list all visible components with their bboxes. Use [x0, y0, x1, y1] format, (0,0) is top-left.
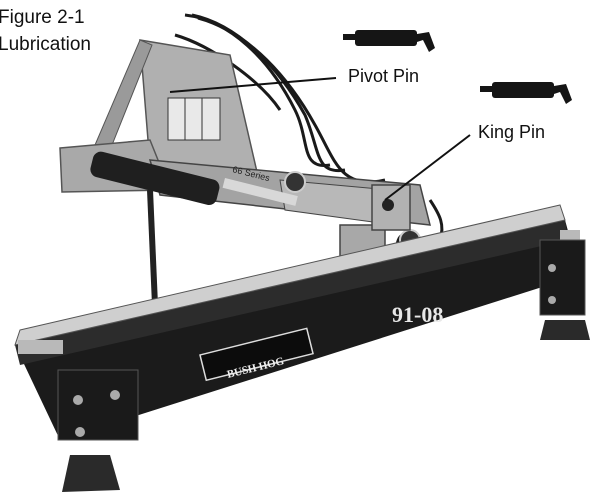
warning-decal	[167, 97, 221, 141]
grease-gun-icon	[343, 30, 435, 52]
grease-gun-icon	[480, 82, 572, 104]
figure-number: Figure 2-1	[0, 7, 85, 28]
end-plates	[57, 239, 590, 492]
king-pin-label: King Pin	[478, 122, 546, 142]
reflector-left	[18, 340, 63, 354]
king-pin-leader	[384, 134, 471, 201]
parking-stand	[147, 189, 158, 306]
brand-logo-plate	[199, 327, 314, 382]
blade-moldboard: 91-08 BUSH HOG	[14, 204, 580, 440]
pivot-pin-label: Pivot Pin	[348, 66, 420, 86]
figure-caption: Figure 2-1 Lubrication	[0, 4, 91, 58]
figure-title: Lubrication	[0, 34, 91, 55]
hydraulic-hoses	[174, 13, 444, 241]
pivot-pin-leader	[169, 77, 337, 93]
model-number: 91-08	[392, 302, 443, 327]
